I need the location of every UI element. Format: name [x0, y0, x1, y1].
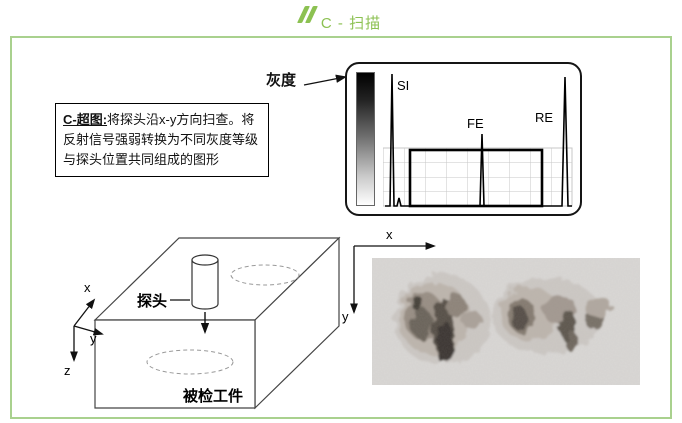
description-title: C-超图:: [63, 112, 108, 127]
axis-z-label: z: [64, 363, 71, 378]
axis-x-label: x: [84, 280, 91, 295]
cscan-image: [372, 258, 640, 385]
label-re: RE: [535, 110, 553, 125]
defect-ellipse: [146, 349, 234, 375]
grayscale-bar: [356, 72, 375, 206]
plot-grid: [383, 147, 573, 207]
quote-icon: [296, 6, 318, 23]
page-header: C - 扫描: [0, 5, 682, 33]
page-title: C - 扫描: [320, 15, 382, 32]
axis-y-arrow: [73, 325, 104, 336]
part-label: 被检工件: [183, 387, 243, 405]
axis-x-arrow: [73, 298, 96, 327]
cscan-axis-y-label: y: [342, 309, 349, 324]
description-box: C-超图:将探头沿x-y方向扫查。将反射信号强弱转换为不同灰度等级与探头位置共同…: [55, 103, 269, 178]
probe-top: [191, 254, 219, 266]
label-fe: FE: [467, 116, 484, 131]
ascan-signal: [385, 73, 572, 207]
box-front-face: [94, 319, 256, 409]
cscan-axes: x y: [342, 227, 436, 324]
arrow-line: [303, 74, 348, 86]
ascan-panel: SI FE RE: [345, 62, 582, 216]
probe-body: [191, 260, 219, 310]
image-noise: [372, 258, 640, 385]
scan-path-ellipse: [230, 264, 300, 286]
axis-y-label: y: [90, 331, 97, 346]
label-si: SI: [397, 78, 409, 93]
description-body: 将探头沿x-y方向扫查。将反射信号强弱转换为不同灰度等级与探头位置共同组成的图形: [63, 112, 259, 168]
ascan-plot: SI FE RE: [383, 73, 573, 208]
grayscale-arrow: [303, 74, 348, 86]
workpiece-diagram: 探头 被检工件 x y z: [64, 236, 341, 410]
cscan-axis-x-label: x: [386, 227, 393, 242]
grayscale-label: 灰度: [266, 72, 297, 89]
cscan-blobs: [372, 258, 640, 385]
probe-label: 探头: [137, 292, 167, 310]
